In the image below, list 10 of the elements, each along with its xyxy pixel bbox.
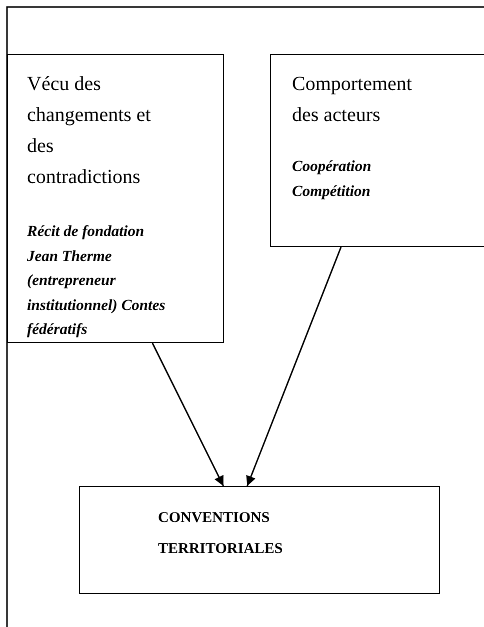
concept-box: [7, 54, 224, 343]
arrow: [246, 246, 342, 486]
note: Coopération Compétition: [292, 157, 372, 202]
note: Récit de fondation Jean Therme (entrepreneur institutionnel) Contes fédératifs: [27, 222, 166, 340]
arrow: [152, 342, 224, 486]
concept-box: [79, 486, 440, 594]
heading: Vécu des changements et des contradictions: [27, 72, 152, 190]
heading: CONVENTIONS TERRITORIALES: [158, 509, 284, 559]
concept-box: [270, 54, 484, 247]
heading: Comportement des acteurs: [292, 72, 413, 128]
